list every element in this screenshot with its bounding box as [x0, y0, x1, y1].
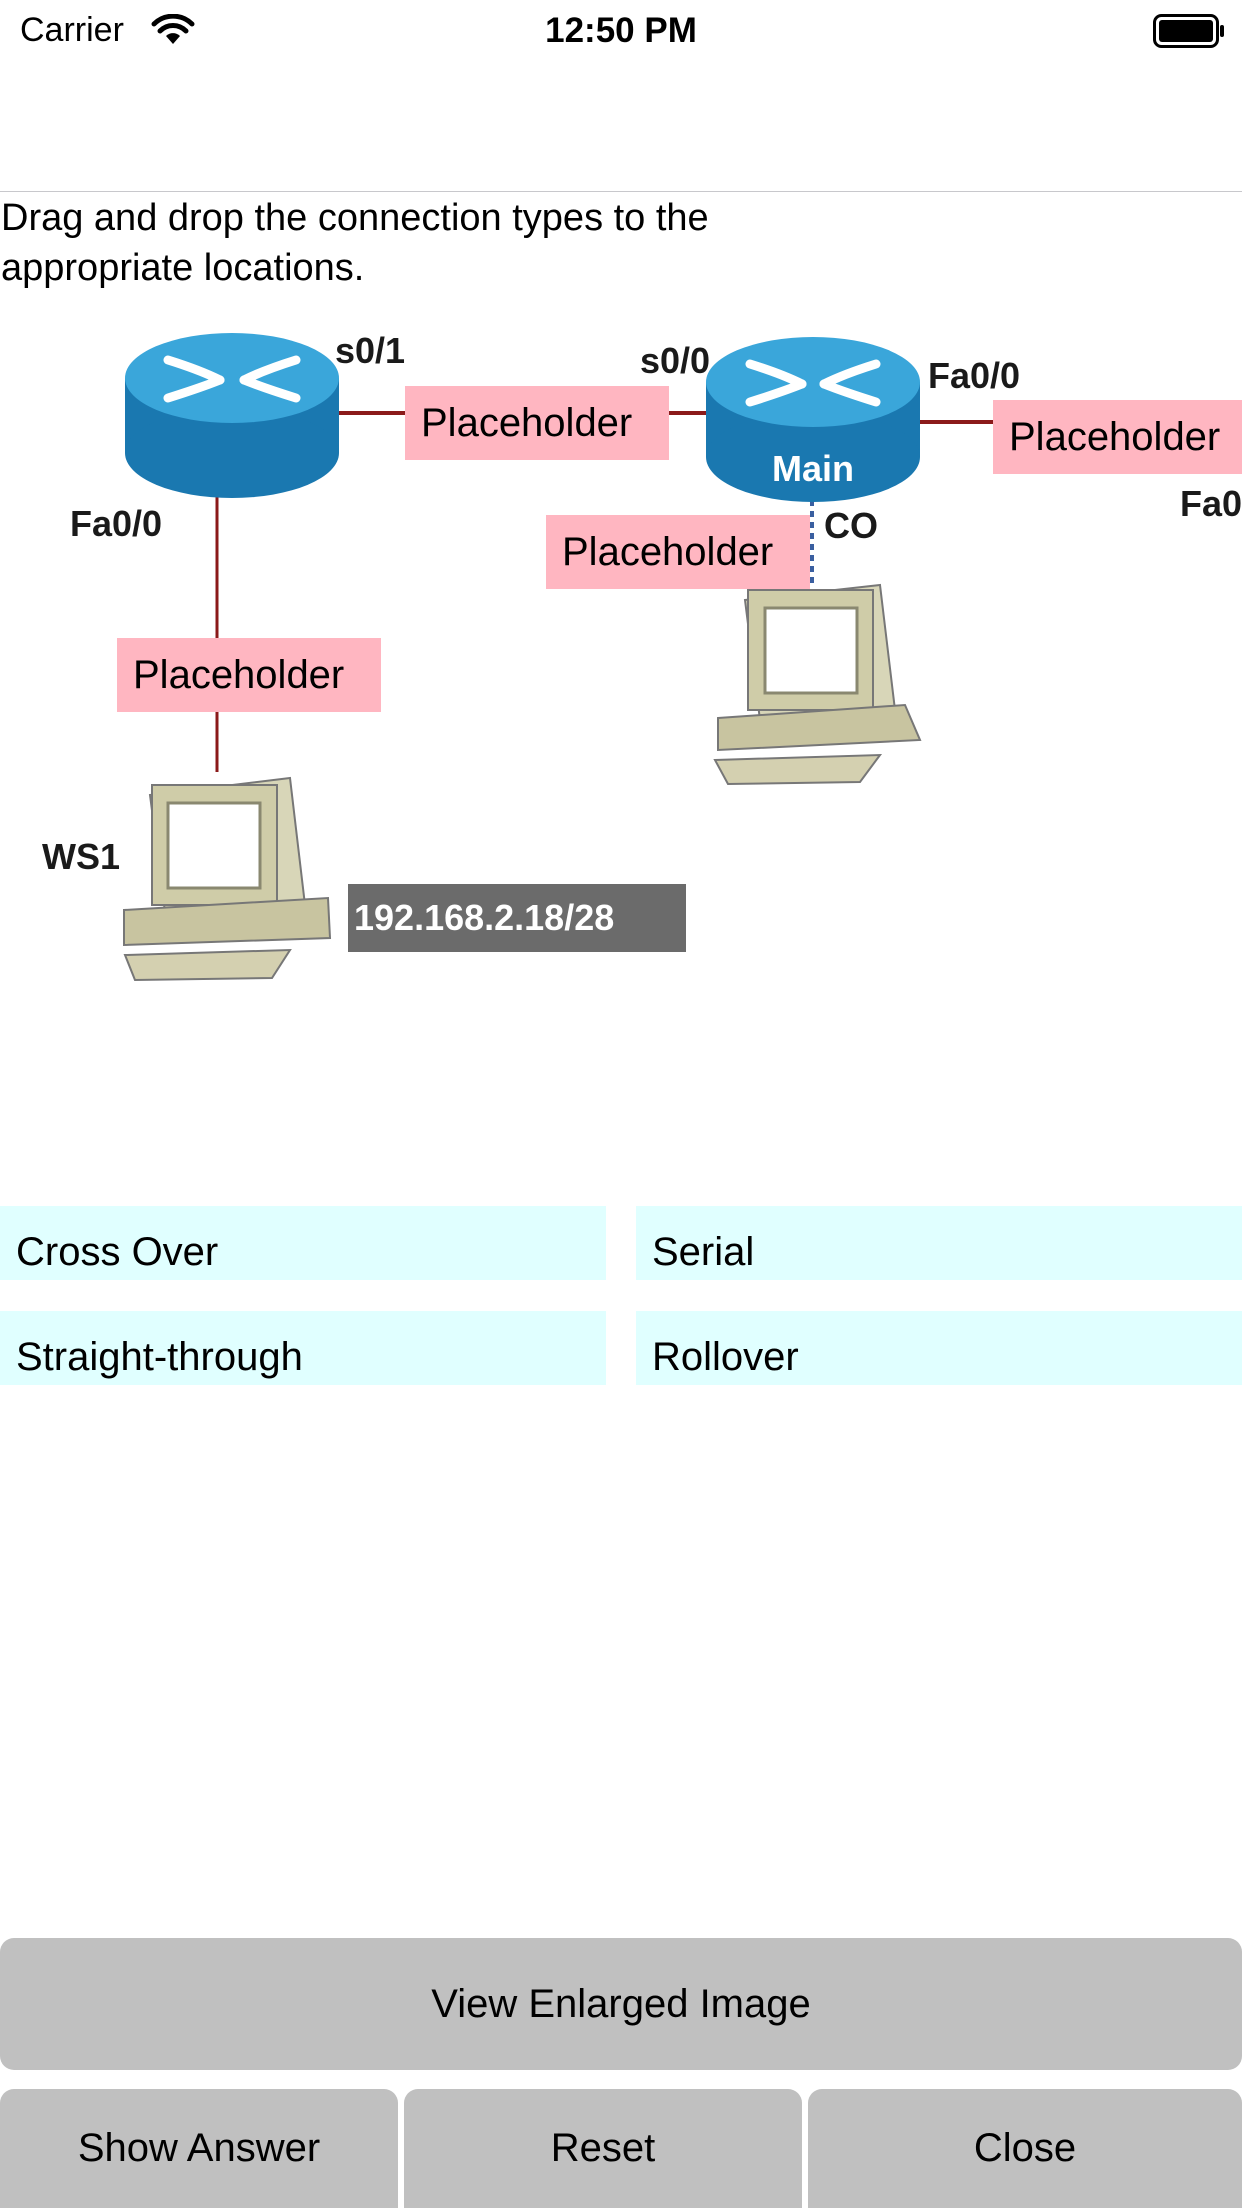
console-pc-icon: [713, 583, 922, 786]
router-main-icon: [706, 337, 920, 502]
option-straight-through[interactable]: Straight-through: [0, 1311, 606, 1385]
carrier-label: Carrier: [20, 11, 124, 49]
drop-target-ws1[interactable]: Placeholder: [117, 638, 381, 712]
drop-target-serial-link[interactable]: Placeholder: [405, 386, 669, 460]
clock: 12:50 PM: [545, 11, 697, 50]
view-enlarged-image-button[interactable]: View Enlarged Image: [0, 1938, 1242, 2070]
option-serial[interactable]: Serial: [636, 1206, 1242, 1280]
reset-button[interactable]: Reset: [404, 2089, 802, 2208]
diagram-graphics: [123, 333, 1000, 982]
network-diagram: s0/1 Fa0/0 s0/0 Fa0/0 Main Fa0 CO WS1 19…: [0, 300, 1242, 1000]
router2-serial-label: s0/0: [640, 340, 711, 381]
drop-target-console[interactable]: Placeholder: [546, 515, 810, 589]
option-cross-over[interactable]: Cross Over: [0, 1206, 606, 1280]
router1-serial-label: s0/1: [335, 330, 406, 371]
close-button[interactable]: Close: [808, 2089, 1242, 2208]
header-divider: [0, 191, 1242, 192]
console-label: CO: [824, 505, 878, 546]
router1-fa-label: Fa0/0: [70, 503, 163, 544]
offscreen-fa-label: Fa0: [1180, 483, 1242, 524]
battery-icon: [1153, 14, 1224, 48]
instructions-text: Drag and drop the connection types to th…: [1, 197, 709, 289]
drop-target-router2-fa[interactable]: Placeholder: [993, 400, 1242, 474]
ws1-label: WS1: [42, 836, 121, 877]
router2-fa-label: Fa0/0: [928, 355, 1021, 396]
status-bar: Carrier 12:50 PM: [0, 0, 1242, 60]
wifi-icon: [151, 14, 195, 44]
ws1-pc-icon: [123, 776, 332, 982]
ip-address-label: 192.168.2.18/28: [348, 884, 686, 952]
router2-name-label: Main: [772, 448, 855, 489]
option-rollover[interactable]: Rollover: [636, 1311, 1242, 1385]
router-1-icon: [125, 333, 339, 498]
show-answer-button[interactable]: Show Answer: [0, 2089, 398, 2208]
